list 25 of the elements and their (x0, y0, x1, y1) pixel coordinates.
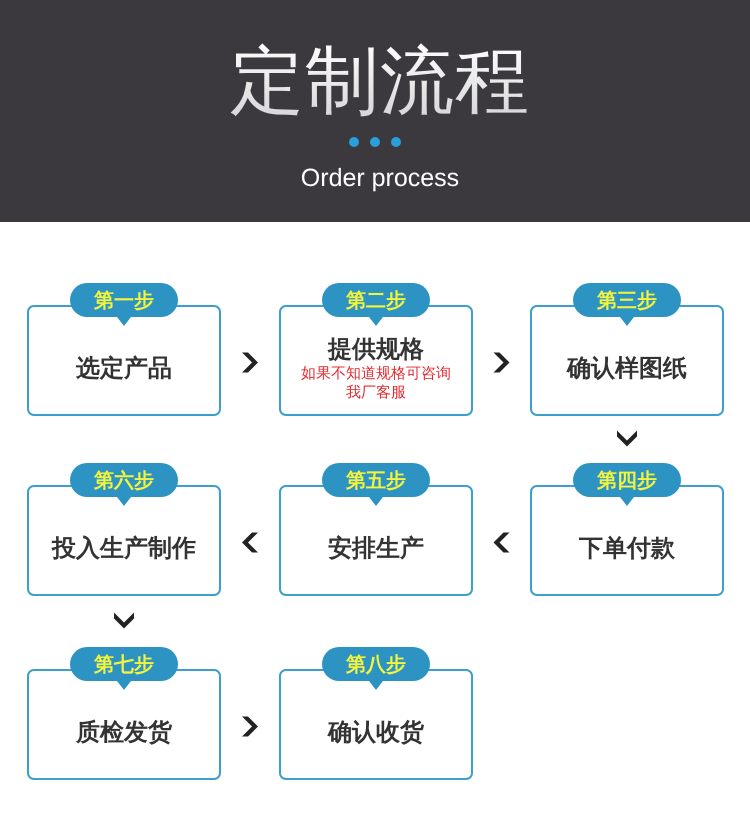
chevron-arrow (242, 716, 258, 736)
step-badge: 第六步 (70, 463, 178, 506)
step-title: 选定产品 (76, 352, 172, 382)
step-title: 安排生产 (328, 532, 424, 562)
step-title: 确认样图纸 (567, 352, 687, 382)
chevron-arrow (494, 532, 510, 552)
step-badge: 第七步 (70, 647, 178, 690)
step-badge: 第一步 (70, 283, 178, 326)
step-title: 提供规格 (328, 334, 424, 364)
step-badge: 第四步 (573, 463, 681, 506)
step-badge: 第二步 (322, 283, 430, 326)
step-title: 确认收货 (328, 716, 424, 746)
chevron-arrow (114, 612, 134, 628)
step-title: 质检发货 (76, 716, 172, 746)
chevron-arrow (494, 352, 510, 372)
step-badge: 第八步 (322, 647, 430, 690)
chevron-arrow (617, 430, 637, 446)
step-title: 投入生产制作 (52, 532, 196, 562)
step-title: 下单付款 (579, 532, 675, 562)
chevron-arrow (242, 532, 258, 552)
subtitle: Order process (300, 164, 460, 192)
step-badge: 第五步 (322, 463, 430, 506)
step-badge: 第三步 (573, 283, 681, 326)
note-text: 如果不知道规格可咨询我厂客服 (300, 364, 452, 402)
chevron-arrow (242, 352, 258, 372)
